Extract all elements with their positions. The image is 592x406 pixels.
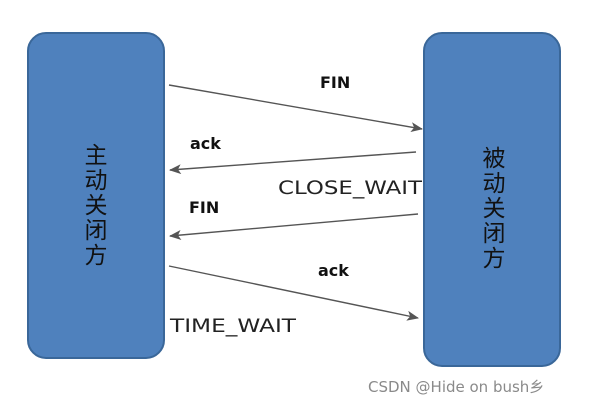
- time-wait-label: TIME_WAIT: [169, 315, 297, 337]
- passive-closer-char-3: 关: [483, 196, 506, 222]
- passive-closer-box: 被 动 关 闭 方: [423, 32, 561, 367]
- active-closer-char-1: 主: [85, 143, 108, 169]
- active-closer-char-4: 闭: [85, 218, 108, 244]
- fin-label-1: FIN: [320, 73, 350, 92]
- active-closer-char-2: 动: [85, 168, 108, 194]
- active-closer-char-5: 方: [85, 243, 108, 269]
- ack-label-1: ack: [190, 134, 221, 153]
- watermark-text: CSDN @Hide on bush乡: [368, 378, 544, 396]
- fin-arrow-2: [169, 213, 419, 241]
- active-closer-box: 主 动 关 闭 方: [27, 32, 165, 359]
- ack-label-2: ack: [318, 261, 349, 280]
- ack-arrow-2: [168, 265, 419, 321]
- passive-closer-char-5: 方: [483, 246, 506, 272]
- passive-closer-char-4: 闭: [483, 221, 506, 247]
- active-closer-char-3: 关: [85, 193, 108, 219]
- passive-closer-char-1: 被: [483, 146, 506, 172]
- passive-closer-char-2: 动: [483, 171, 506, 197]
- active-closer-rect: [27, 32, 165, 359]
- close-wait-label: CLOSE_WAIT: [278, 177, 422, 199]
- ack-arrow-1: [169, 151, 417, 175]
- passive-closer-rect: [423, 32, 561, 367]
- fin-label-2: FIN: [189, 198, 219, 217]
- fin-arrow-1: [168, 84, 423, 133]
